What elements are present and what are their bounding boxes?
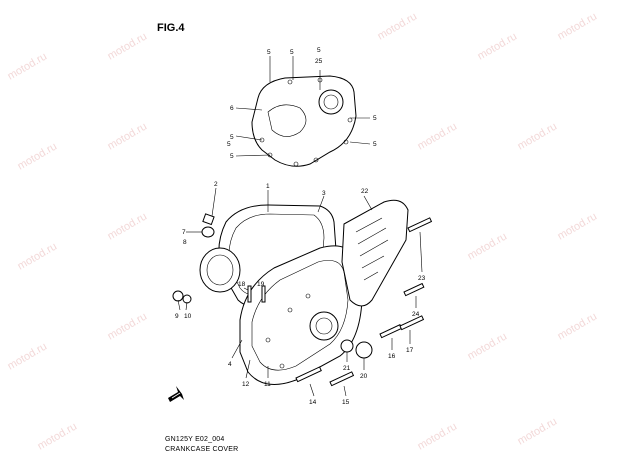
callout-5: 5: [373, 115, 377, 122]
watermark: motod.ru: [416, 120, 460, 152]
watermark: motod.ru: [556, 210, 600, 242]
callout-9: 9: [175, 313, 179, 320]
callout-12: 12: [242, 381, 250, 388]
crankcase-cover-drawing: [172, 199, 433, 387]
callout-5: 5: [227, 141, 231, 148]
callout-15: 15: [342, 399, 350, 406]
callout-20: 20: [360, 373, 368, 380]
callout-11: 11: [264, 381, 271, 388]
watermark: motod.ru: [416, 420, 460, 452]
watermark: motod.ru: [516, 120, 560, 152]
callout-7: 7: [182, 229, 186, 236]
callout-17: 17: [406, 347, 414, 354]
figure-title: FIG.4: [157, 22, 185, 34]
watermark: motod.ru: [6, 340, 50, 372]
watermark: motod.ru: [106, 30, 150, 62]
callout-5: 5: [230, 134, 234, 141]
watermark: motod.ru: [106, 210, 150, 242]
callout-18: 18: [238, 281, 246, 288]
figure-code: GN125Y E02_004: [165, 436, 225, 443]
callout-6: 6: [230, 105, 234, 112]
callout-5: 5: [317, 47, 321, 54]
watermark: motod.ru: [466, 230, 510, 262]
callout-labels: 5 5 5 25 6 5 5 5 5 5 2 1 3 22 7 8 9 10 1…: [175, 47, 426, 406]
callout-5: 5: [267, 49, 271, 56]
front-arrow-icon: [168, 386, 184, 402]
callout-2: 2: [214, 181, 218, 188]
callout-24: 24: [412, 311, 420, 318]
callout-3: 3: [322, 190, 326, 197]
watermark: motod.ru: [556, 10, 600, 42]
callout-5: 5: [230, 153, 234, 160]
watermark: motod.ru: [466, 330, 510, 362]
callout-1: 1: [266, 183, 270, 190]
callout-25: 25: [315, 58, 323, 65]
watermark: motod.ru: [516, 415, 560, 447]
watermark: motod.ru: [106, 310, 150, 342]
leader-lines: [177, 56, 423, 397]
bolt-group: [247, 217, 433, 387]
callout-8: 8: [183, 239, 187, 246]
watermark: motod.ru: [106, 120, 150, 152]
clutch-cover-gasket-drawing: [251, 75, 357, 167]
callout-14: 14: [309, 399, 317, 406]
figure-caption: CRANKCASE COVER: [165, 446, 239, 453]
callout-4: 4: [228, 361, 232, 368]
watermark: motod.ru: [16, 240, 60, 272]
watermark: motod.ru: [36, 420, 80, 452]
callout-5: 5: [373, 141, 377, 148]
callout-19: 19: [257, 281, 265, 288]
callout-10: 10: [184, 313, 192, 320]
callout-22: 22: [361, 188, 369, 195]
callout-21: 21: [343, 365, 351, 372]
callout-5: 5: [290, 49, 294, 56]
watermark: motod.ru: [376, 10, 420, 42]
callout-16: 16: [388, 353, 396, 360]
watermark: motod.ru: [476, 30, 520, 62]
watermark: motod.ru: [16, 140, 60, 172]
watermark: motod.ru: [6, 50, 50, 82]
callout-23: 23: [418, 275, 426, 282]
watermark: motod.ru: [556, 310, 600, 342]
